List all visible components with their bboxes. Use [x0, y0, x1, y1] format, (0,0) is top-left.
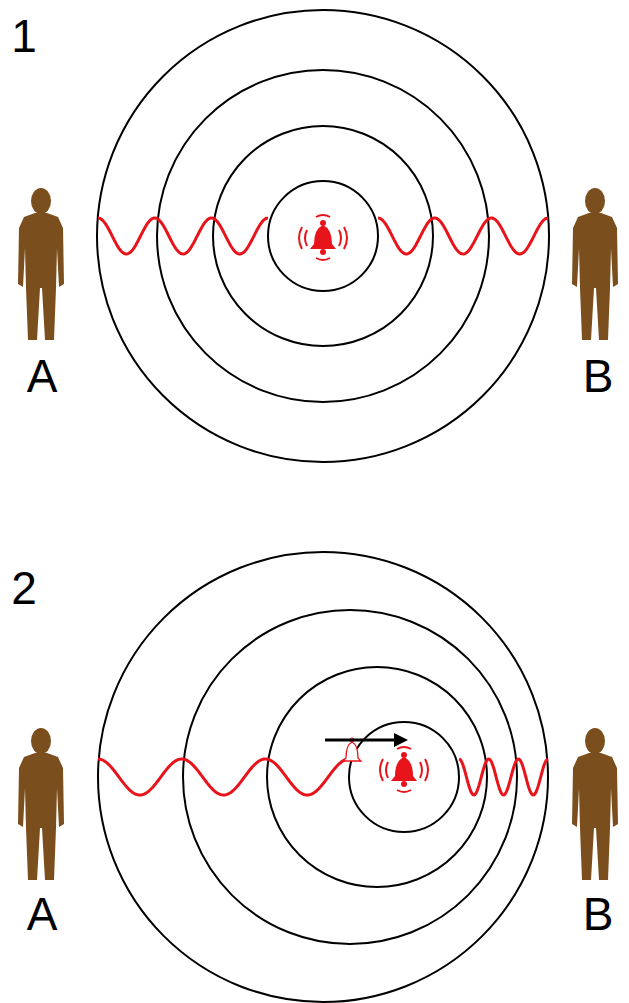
- sound-wave: [98, 759, 349, 795]
- bell-icon: [299, 215, 347, 260]
- wavefronts-static: [97, 10, 549, 462]
- wavefront-circle: [157, 70, 489, 402]
- wavefront-circle: [98, 552, 548, 1002]
- person-figure: [18, 728, 64, 880]
- observer-label: A: [27, 353, 58, 399]
- person-figure: [572, 188, 618, 340]
- wavefront-circle: [268, 181, 378, 291]
- wavefront-circle: [213, 126, 433, 346]
- motion-arrow: [325, 733, 408, 747]
- observer-label: A: [27, 891, 58, 937]
- wavefronts-moving: [98, 552, 548, 1002]
- observer-label: B: [583, 353, 614, 399]
- sound-wave: [459, 759, 548, 795]
- panel-number: 2: [11, 565, 37, 611]
- observer-label: B: [583, 891, 614, 937]
- bell-icon: [380, 747, 428, 792]
- wavefront-circle: [97, 10, 549, 462]
- sound-wave: [98, 218, 268, 254]
- wavefront-circle: [267, 667, 487, 887]
- panel-number: 1: [11, 13, 37, 59]
- sound-wave: [378, 218, 548, 254]
- person-figure: [572, 728, 618, 880]
- person-figure: [18, 188, 64, 340]
